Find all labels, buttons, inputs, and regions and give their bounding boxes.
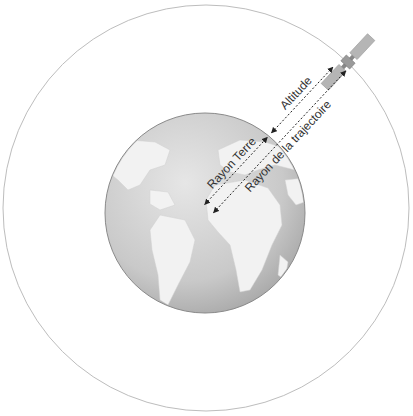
continents <box>108 140 310 305</box>
earth-globe <box>105 113 305 313</box>
dimension-arrows <box>205 67 346 213</box>
satellite <box>320 33 375 91</box>
orbit-radius-arrow <box>214 71 346 213</box>
orbit-circle <box>3 5 409 411</box>
